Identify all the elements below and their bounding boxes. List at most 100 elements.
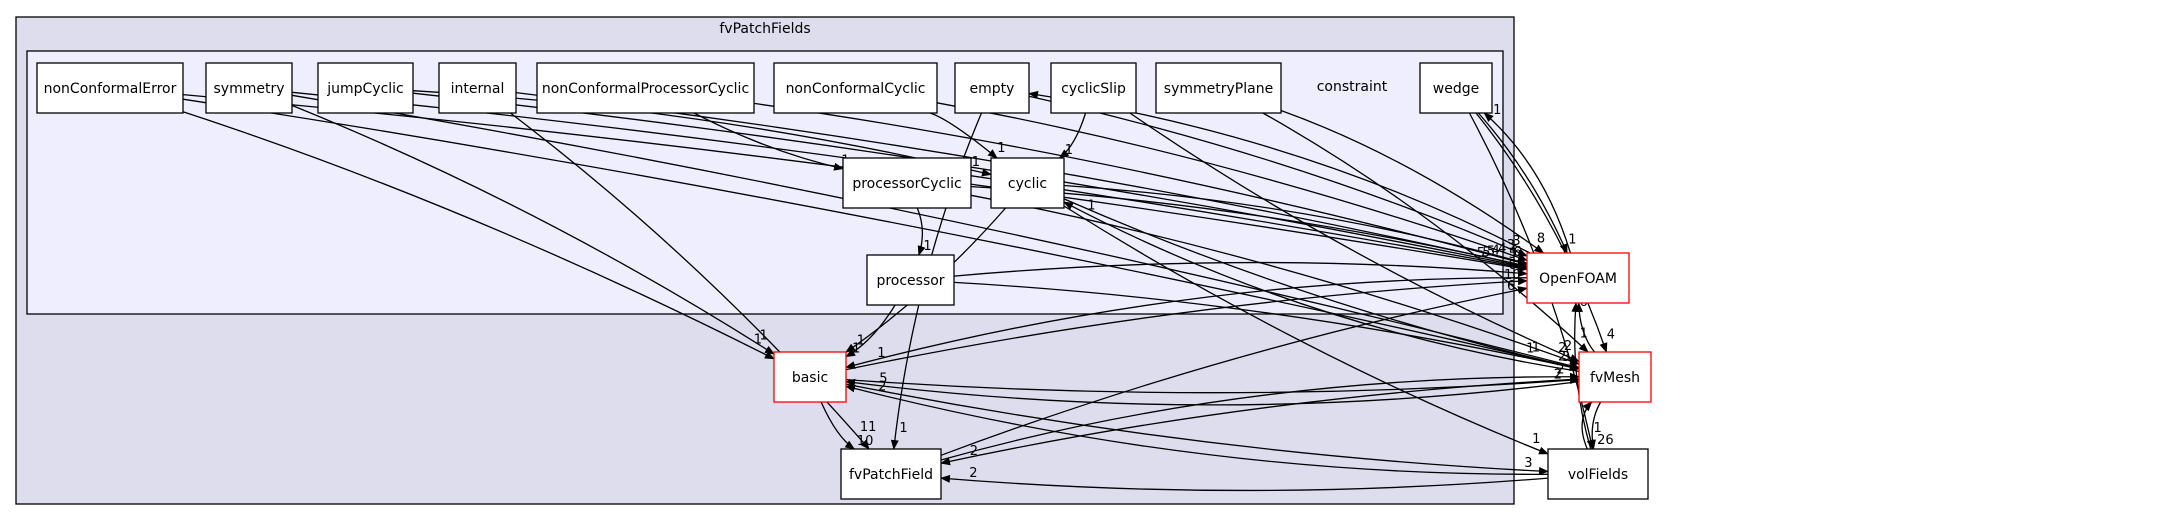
edge-label: 5 — [1477, 246, 1485, 261]
node-basic[interactable]: basic — [773, 351, 847, 403]
edge-line — [845, 378, 1580, 406]
node-wedge[interactable]: wedge — [1419, 62, 1493, 114]
cluster-fvpatchfields-title: fvPatchFields — [719, 21, 810, 37]
node-label: wedge — [1433, 81, 1479, 97]
node-box[interactable] — [1155, 62, 1282, 114]
edge-label: 1 — [1526, 342, 1534, 357]
edge-label: 1 — [972, 155, 980, 170]
edge-label: 6 — [1508, 258, 1516, 273]
node-box[interactable] — [866, 254, 955, 306]
edge-label: 10 — [857, 434, 874, 449]
edge: 1 — [182, 98, 1580, 371]
edge: 4 — [1475, 112, 1615, 353]
edge: 5 — [845, 371, 1580, 406]
edge-line — [182, 98, 1580, 371]
edge: 1 — [1483, 103, 1572, 254]
edge-label: 2 — [969, 466, 977, 481]
edge: 1 — [916, 207, 932, 256]
node-box[interactable] — [438, 62, 517, 114]
edge: 6 — [1063, 184, 1528, 266]
edge-line — [1262, 112, 1589, 353]
node-label: symmetryPlane — [1164, 81, 1273, 97]
edge-label: 2 — [1556, 363, 1564, 378]
edge-line — [1571, 302, 1592, 450]
node-volfields[interactable]: volFields — [1547, 448, 1649, 500]
edge-line — [916, 207, 926, 256]
node-fvpatchfield[interactable]: fvPatchField — [840, 448, 942, 500]
edge: 1 — [1063, 198, 1580, 373]
edge-line — [845, 384, 1549, 475]
edge-label: 1 — [877, 346, 885, 361]
node-box[interactable] — [773, 351, 847, 403]
edge: 2 — [845, 379, 1549, 475]
node-openfoam[interactable]: OpenFOAM — [1526, 252, 1630, 304]
node-label: cyclic — [1008, 176, 1047, 192]
node-box[interactable] — [317, 62, 414, 114]
node-label: basic — [792, 370, 828, 386]
node-cyclic[interactable]: cyclic — [990, 157, 1065, 209]
edge-label: 4 — [1492, 244, 1500, 259]
node-symmetry[interactable]: symmetry — [205, 62, 293, 114]
edge-label: 1 — [1065, 143, 1073, 158]
node-cyclicslip[interactable]: cyclicSlip — [1050, 62, 1137, 114]
edge-label: 1 — [852, 341, 860, 356]
edge-line — [182, 111, 775, 360]
node-fvmesh[interactable]: fvMesh — [1578, 351, 1652, 403]
node-box[interactable] — [842, 157, 972, 209]
edge: 8 — [1280, 109, 1545, 254]
edge-line — [1483, 112, 1572, 254]
node-box[interactable] — [205, 62, 293, 114]
edge-line — [1058, 112, 1087, 159]
node-label: nonConformalCyclic — [786, 81, 926, 97]
node-internal[interactable]: internal — [438, 62, 517, 114]
node-box[interactable] — [1547, 448, 1649, 500]
node-box[interactable] — [954, 62, 1030, 114]
node-box[interactable] — [536, 62, 755, 114]
node-label: fvMesh — [1590, 370, 1640, 386]
node-label: jumpCyclic — [326, 81, 404, 97]
node-nonconformalprocessorcyclic[interactable]: nonConformalProcessorCyclic — [536, 62, 755, 114]
edge-line — [936, 102, 1528, 262]
node-nonconformalerror[interactable]: nonConformalError — [36, 62, 184, 114]
node-nonconformalcyclic[interactable]: nonConformalCyclic — [773, 62, 938, 114]
node-label: OpenFOAM — [1539, 271, 1617, 287]
edge: 10 — [845, 268, 1528, 371]
node-box[interactable] — [773, 62, 938, 114]
edge-label: 1 — [923, 239, 931, 254]
edge-label: 3 — [1507, 238, 1515, 253]
node-label: cyclicSlip — [1061, 81, 1126, 97]
edge-line — [1063, 205, 1549, 455]
node-box[interactable] — [1526, 252, 1630, 304]
cluster-constraint-title: constraint — [1317, 79, 1388, 95]
node-processor[interactable]: processor — [866, 254, 955, 306]
edge: 1 — [1477, 112, 1577, 254]
edge-line — [1477, 112, 1568, 254]
edge-line — [845, 277, 1528, 369]
edge: 2 — [970, 194, 1580, 365]
edge-label: 6 — [1514, 245, 1522, 260]
edge-label: 2 — [1554, 368, 1562, 383]
edge: 3 — [845, 383, 1549, 476]
node-empty[interactable]: empty — [954, 62, 1030, 114]
edge-line — [820, 401, 856, 450]
node-box[interactable] — [1578, 351, 1652, 403]
edge-label: 2 — [1558, 341, 1566, 356]
node-jumpcyclic[interactable]: jumpCyclic — [317, 62, 414, 114]
node-box[interactable] — [36, 62, 184, 114]
edge-line — [953, 261, 1528, 278]
edge-line — [1475, 112, 1608, 353]
node-box[interactable] — [1419, 62, 1493, 114]
edge-label: 1 — [1532, 432, 1540, 447]
edge-line — [1581, 401, 1593, 450]
node-symmetryplane[interactable]: symmetryPlane — [1155, 62, 1282, 114]
node-box[interactable] — [1050, 62, 1137, 114]
edge-line — [940, 378, 1580, 466]
node-processorcyclic[interactable]: processorCyclic — [842, 157, 972, 209]
edge-label: 1 — [1087, 198, 1095, 213]
edge: 1 — [1058, 112, 1087, 159]
edge-label: 8 — [1537, 231, 1545, 246]
edge-line — [1280, 109, 1545, 254]
node-box[interactable] — [840, 448, 942, 500]
edge: 3 — [1063, 198, 1580, 371]
node-box[interactable] — [990, 157, 1065, 209]
